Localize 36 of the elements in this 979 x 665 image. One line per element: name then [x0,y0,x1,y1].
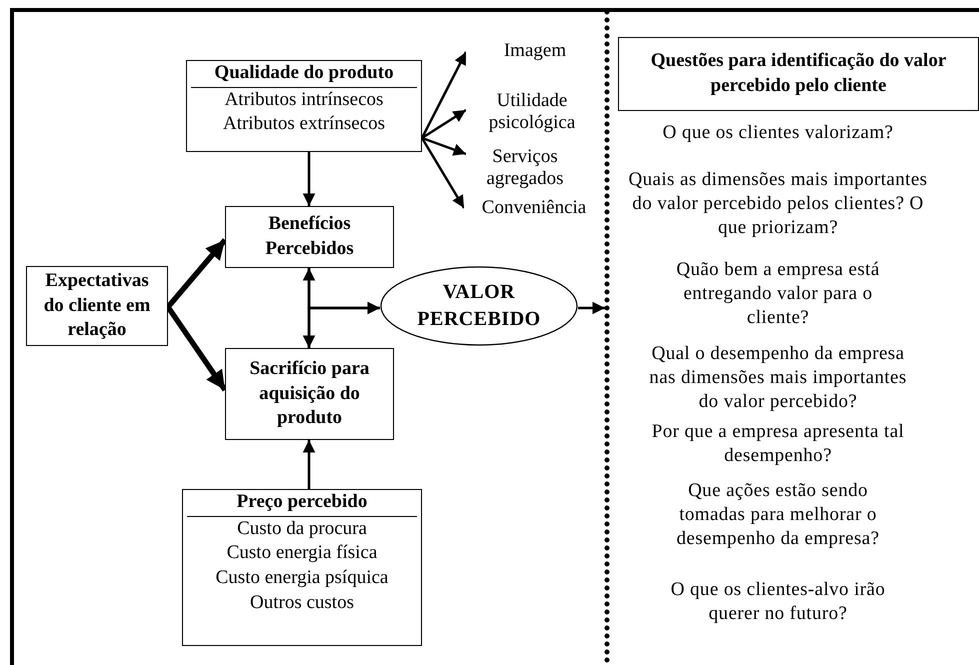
box-heading: Preço percebido [187,490,417,517]
list-item: Custo energia psíquica [216,566,388,590]
question-text: Quão bem a empresa está entregando valor para o cliente? [675,258,881,330]
box-heading: Qualidade do produto [191,61,417,88]
question-text: Que ações estão sendo tomadas para melhorar o desempenho da empresa? [676,479,880,550]
process-box [225,348,394,440]
node-text: Benefícios Percebidos [264,212,355,261]
node-text: Sacrifício para aquisição do produto [248,356,370,430]
list-item: Atributos intrínsecos [224,88,384,112]
arrow [302,440,316,489]
node-text: Expectativas do cliente em relação [42,268,152,342]
process-box [225,206,394,268]
arrow [302,268,316,348]
arrow [420,137,466,209]
list-item: Custo energia física [226,541,378,566]
question-text: Por que a empresa apresenta tal desempenho? [650,420,906,468]
ellipse-node [380,266,578,346]
process-box [26,266,168,346]
node-text: Questões para identificação do valor percebido pelo cliente [650,49,948,98]
list-item: Custo da procura [237,516,367,541]
cost-box [182,489,422,646]
question-text: Quais as dimensões mais importantes do valor percebido pelos clientes? O que priorizam? [628,168,928,240]
question-text: O que os clientes valorizam? [662,121,894,145]
attribute-box [186,60,422,152]
arrow [420,51,468,139]
heading-box [618,37,979,111]
list-item: Atributos extrínsecos [222,112,385,136]
question-text: O que os clientes-alvo irão querer no futuro? [670,578,886,626]
arrow [308,302,380,348]
node-text: VALOR PERCEBIDO [416,280,542,332]
question-text: Qual o desempenho da empresa nas dimensões mais importantes do valor percebido? [648,342,908,414]
list-item: Outros custos [250,590,354,615]
arrow [578,302,605,314]
arrow [421,108,467,140]
arrow [422,136,466,156]
arrow [302,152,316,206]
